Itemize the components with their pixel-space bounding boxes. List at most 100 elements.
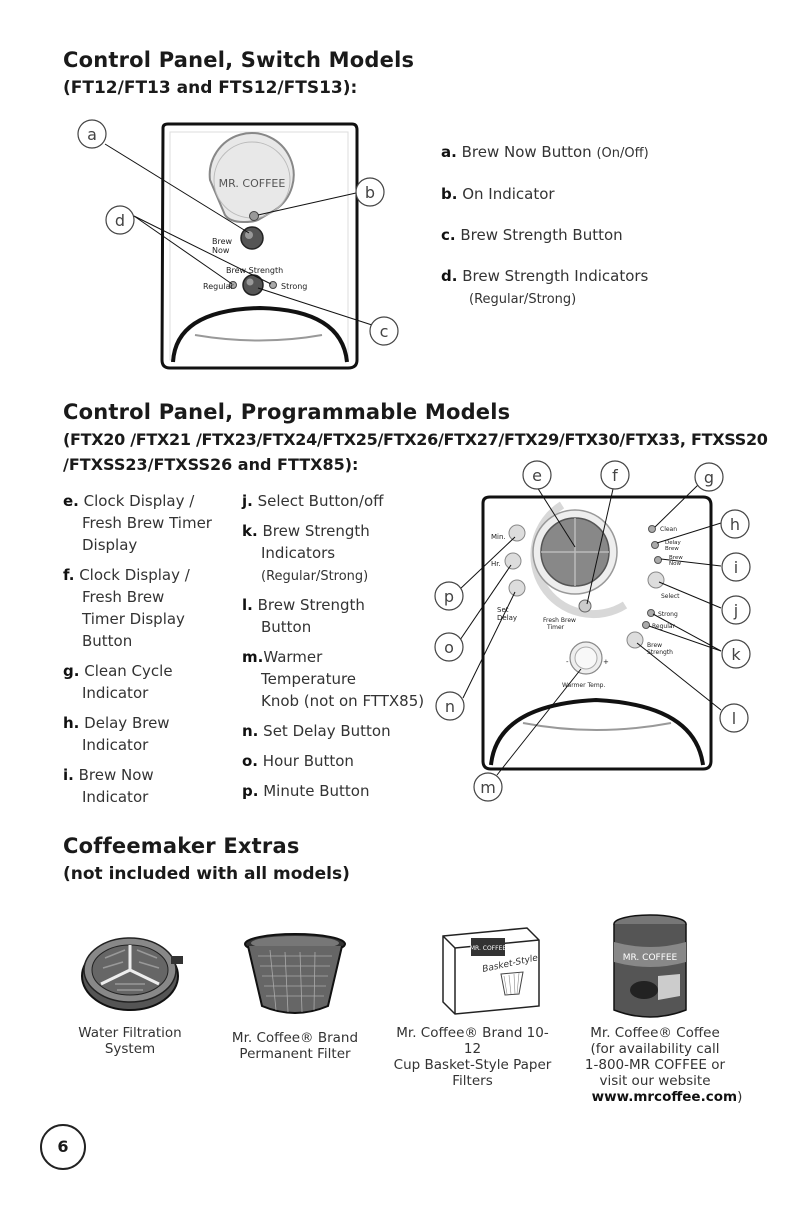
section-title-extras: Coffeemaker Extras bbox=[63, 834, 300, 858]
callout-p bbox=[434, 581, 464, 611]
svg-text:Brew: Brew bbox=[647, 642, 662, 649]
logo-badge bbox=[208, 132, 295, 223]
svg-text:Timer: Timer bbox=[546, 624, 565, 631]
strong-indicator-light-prog bbox=[647, 609, 655, 617]
brew-strength-label: Brew Strength bbox=[226, 266, 283, 275]
clean-indicator-light bbox=[648, 525, 656, 533]
svg-text:p: p bbox=[444, 587, 454, 606]
callout-n bbox=[435, 691, 465, 721]
svg-text:f: f bbox=[612, 466, 618, 485]
callout-o bbox=[434, 632, 464, 662]
hour-button-graphic[interactable] bbox=[504, 552, 522, 570]
brew-now-label-1: Brew bbox=[212, 237, 233, 246]
legend-item-a: a. Brew Now Button (On/Off) bbox=[441, 143, 649, 161]
brew-now-indicator-light bbox=[654, 556, 662, 564]
select-button-graphic[interactable] bbox=[647, 571, 665, 589]
section-title-switch-models: Control Panel, Switch Models bbox=[63, 48, 415, 72]
svg-text:b: b bbox=[365, 183, 375, 202]
callout-b bbox=[355, 177, 385, 207]
svg-text:d: d bbox=[115, 211, 125, 230]
section-subtitle-programmable-line2: /FTXSS23/FTXSS26 and FTTX85): bbox=[63, 455, 359, 474]
svg-text:Set: Set bbox=[497, 606, 509, 614]
section-subtitle-switch-models: (FT12/FT13 and FTS12/FTS13): bbox=[63, 78, 358, 98]
callout-d bbox=[105, 205, 135, 235]
svg-text:Strength: Strength bbox=[647, 649, 673, 656]
svg-text:Strong: Strong bbox=[658, 611, 678, 618]
strong-label: Strong bbox=[281, 282, 307, 291]
svg-text:Warmer Temp.: Warmer Temp. bbox=[562, 682, 605, 689]
svg-text:-: - bbox=[566, 658, 569, 666]
delay-brew-indicator-light bbox=[651, 541, 659, 549]
svg-text:g: g bbox=[704, 468, 714, 487]
fresh-brew-timer-button-graphic[interactable] bbox=[578, 599, 592, 613]
svg-text:Now: Now bbox=[669, 561, 681, 567]
svg-text:Brew: Brew bbox=[669, 555, 683, 561]
svg-text:Delay: Delay bbox=[497, 614, 517, 622]
panel-logo-text: MR. COFFEE bbox=[219, 177, 286, 190]
programmable-model-panel-diagram: Fresh Brew Timer Min. Hr. Set Delay Clea… bbox=[434, 460, 751, 802]
callout-e bbox=[522, 460, 552, 490]
callout-a bbox=[77, 119, 107, 149]
water-filtration-image bbox=[81, 937, 183, 1011]
svg-text:MR. COFFEE: MR. COFFEE bbox=[623, 953, 678, 963]
svg-text:Min.: Min. bbox=[491, 533, 506, 541]
set-delay-button-graphic[interactable] bbox=[508, 579, 526, 597]
svg-text:c: c bbox=[380, 322, 389, 341]
svg-text:k: k bbox=[731, 645, 741, 664]
svg-text:h: h bbox=[730, 515, 740, 534]
svg-text:j: j bbox=[733, 601, 738, 620]
legend-item-d-note: (Regular/Strong) bbox=[469, 292, 577, 307]
svg-text:+: + bbox=[603, 658, 609, 666]
permanent-filter-image bbox=[244, 933, 346, 1014]
svg-text:l: l bbox=[732, 709, 736, 728]
legend-item-d: d. Brew Strength Indicators bbox=[441, 267, 649, 285]
callout-c bbox=[369, 316, 399, 346]
svg-text:Regular: Regular bbox=[652, 623, 676, 630]
svg-text:Hr.: Hr. bbox=[491, 560, 501, 568]
callout-i bbox=[721, 552, 751, 582]
callout-m bbox=[473, 772, 503, 802]
section-title-programmable-models: Control Panel, Programmable Models bbox=[63, 400, 511, 424]
callout-j bbox=[721, 595, 751, 625]
section-subtitle-extras: (not included with all models) bbox=[63, 864, 350, 884]
callout-h bbox=[720, 509, 750, 539]
minute-button-graphic[interactable] bbox=[508, 524, 526, 542]
paper-filters-box-image: MR. COFFEE Basket-Style bbox=[442, 927, 540, 1015]
callout-f bbox=[600, 460, 630, 490]
svg-text:MR. COFFEE: MR. COFFEE bbox=[470, 945, 507, 952]
website-link[interactable]: www.mrcoffee.com bbox=[591, 1089, 738, 1105]
regular-indicator-light-prog bbox=[642, 621, 650, 629]
on-indicator-light bbox=[249, 211, 259, 221]
regular-label: Regular bbox=[203, 282, 234, 291]
svg-text:Select: Select bbox=[661, 593, 680, 600]
callout-k bbox=[721, 639, 751, 669]
extra-caption-coffee: Mr. Coffee® Coffee (for availability cal… bbox=[584, 1025, 743, 1105]
callout-l bbox=[719, 703, 749, 733]
svg-text:m: m bbox=[480, 778, 496, 797]
page-number-badge: 6 bbox=[40, 1124, 86, 1170]
callout-g bbox=[694, 462, 724, 492]
strong-indicator-light bbox=[269, 281, 277, 289]
switch-model-panel-diagram: MR. COFFEE Brew Now Brew Strength Regula… bbox=[77, 119, 399, 370]
svg-text:i: i bbox=[734, 558, 738, 577]
switch-panel-arch bbox=[171, 305, 349, 363]
svg-text:Delay: Delay bbox=[665, 540, 682, 546]
svg-text:e: e bbox=[532, 466, 542, 485]
svg-text:Clean: Clean bbox=[660, 526, 677, 533]
svg-text:a: a bbox=[87, 125, 97, 144]
page-number: 6 bbox=[57, 1137, 69, 1156]
legend-item-b: b. On Indicator bbox=[441, 185, 555, 203]
svg-text:n: n bbox=[445, 697, 455, 716]
brew-now-label-2: Now bbox=[212, 246, 230, 255]
legend-item-c: c. Brew Strength Button bbox=[441, 226, 623, 244]
section-subtitle-programmable-line1: (FTX20 /FTX21 /FTX23/FTX24/FTX25/FTX26/F… bbox=[63, 430, 768, 449]
svg-text:Fresh Brew: Fresh Brew bbox=[543, 617, 576, 624]
svg-text:Brew: Brew bbox=[665, 546, 679, 552]
svg-text:o: o bbox=[444, 638, 454, 657]
coffee-can-image: MR. COFFEE bbox=[613, 914, 687, 1018]
